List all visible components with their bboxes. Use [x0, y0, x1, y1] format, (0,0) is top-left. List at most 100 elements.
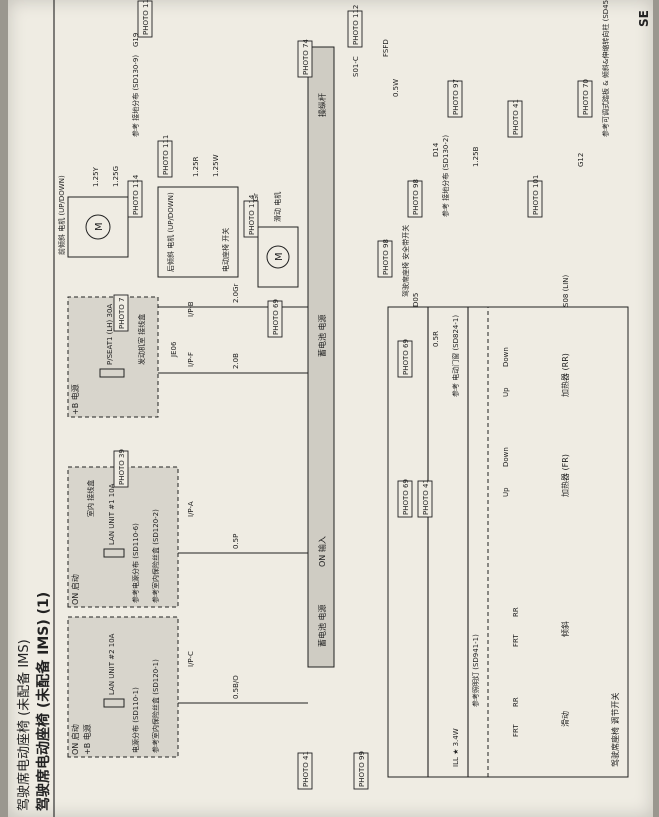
wire-125g: 1.25G — [112, 166, 120, 187]
fuse-on-start-2-label: ON 启动 — [70, 574, 80, 605]
sw-recline: 倾斜 — [560, 621, 570, 637]
conn-s01c: S01-C — [352, 56, 360, 77]
wire-125w: 1.25W — [212, 154, 220, 177]
fuse-lan1-label: LAN UNIT #1 10A — [108, 483, 116, 545]
photo-tag-6: PHOTO 111 — [162, 135, 170, 175]
ref-sd110-1: 电源分布 (SD110-1) — [131, 687, 140, 753]
interior-fuse-box-label: 室内 接线盒 — [86, 480, 95, 517]
ground-g19: G19 — [132, 33, 140, 47]
photo-tag-bg-8 — [397, 480, 413, 518]
photo-tag-13: PHOTO 101 — [532, 175, 540, 215]
conn-s08: S08 (LIN) — [562, 274, 570, 307]
wire-125r: 1.25R — [192, 156, 200, 177]
photo-tag-14: PHOTO 41 — [512, 99, 520, 135]
conn-fsfd: FSFD — [382, 39, 390, 57]
wire-125b: 1.25B — [472, 146, 480, 167]
photo-tag-bg-15 — [447, 80, 463, 118]
slide-motor-symbol — [266, 245, 290, 269]
photo-tag-7: PHOTO 114 — [248, 194, 256, 235]
photo-tag-bg-14 — [507, 100, 523, 138]
page-subtitle: 驾驶席电动座椅 (未配备 IMS) (1) — [35, 592, 52, 812]
photo-tag-bg-12 — [407, 180, 423, 218]
slide-motor-m: M — [274, 252, 285, 261]
conn-d05: D05 — [412, 293, 420, 307]
sw-heat-fr: 加热器 (FR) — [560, 454, 570, 497]
photo-tag-8: PHOTO 69 — [402, 479, 410, 515]
photo-tag-5: PHOTO 114 — [132, 174, 140, 215]
photo-tag-bg-16 — [577, 80, 593, 118]
front-motor-symbol — [85, 214, 111, 240]
seat-module-bar — [307, 46, 335, 668]
sw-rr: RR — [512, 697, 520, 707]
sw-down-2: Down — [502, 347, 510, 367]
photo-tag-bg-4 — [113, 450, 129, 488]
photo-tag-bg-20 — [137, 0, 153, 38]
ground-dist-ref-2: 参考 接地分布 (SD130-2) — [441, 135, 450, 217]
switch-module-label: 驾驶席座椅 调节开关 — [610, 692, 620, 767]
fuse-b-plus-label: +B 电源 — [82, 724, 92, 755]
sw-rr-2: RR — [512, 607, 520, 617]
sw-heat-rr: 加热器 (RR) — [560, 353, 570, 397]
sw-frt: FRT — [512, 724, 520, 737]
photo-tag-17: PHOTO 74 — [302, 39, 310, 75]
module-bar-label-4: 操纵杆 — [317, 93, 327, 117]
photo-tag-1: PHOTO 41 — [302, 751, 310, 787]
photo-tag-bg-17 — [297, 40, 313, 78]
conn-d14: D14 — [432, 142, 440, 157]
module-bar-label-1: 蓄电池 电源 — [317, 604, 327, 647]
page-title: 驾驶席电动座椅 (未配备 IMS) — [16, 639, 32, 811]
wire-05w: 0.5W — [392, 79, 400, 97]
wire-20gr: 2.0Gr — [232, 283, 240, 303]
sw-up-2: Up — [502, 387, 510, 397]
conn-ipc: I/P-C — [187, 651, 195, 667]
photo-tag-bg-19 — [397, 340, 413, 378]
seat-front-motor-box — [67, 196, 129, 258]
photo-tag-bg-10 — [267, 300, 283, 338]
ground-dist-ref: 参考 接地分布 (SD130-9) — [131, 55, 140, 137]
pseat-fuse-box — [67, 296, 159, 418]
adjustable-ref: 参考可调式踏板 & 倾斜&伸缩转向柱 (SD452-1) — [601, 0, 610, 137]
ref-sd120-2: 参考室内保险丝盒 (SD120-2) — [151, 509, 160, 603]
page-marker: SE — [637, 10, 651, 27]
photo-tag-bg-2 — [353, 752, 369, 790]
sw-ill: ILL ★ 3.4W — [452, 728, 460, 767]
wire-125y: 1.25Y — [92, 166, 100, 187]
rear-motor-box — [157, 186, 239, 278]
photo-tag-3: PHOTO 7 — [118, 298, 126, 329]
photo-tag-bg-7 — [243, 200, 259, 238]
ref-sd110-6: 参考电源分布 (SD110-6) — [131, 523, 140, 603]
interior-light-ref: 参考照明灯 (SD941-1) — [471, 634, 480, 707]
photo-tag-16: PHOTO 70 — [582, 79, 590, 115]
sw-slide: 滑动 — [560, 711, 570, 727]
photo-tag-bg-18 — [347, 10, 363, 48]
fuse-lan2 — [103, 698, 125, 708]
conn-jb: JE06 — [170, 341, 178, 358]
rotated-sheet: 驾驶席电动座椅 (未配备 IMS) 驾驶席电动座椅 (未配备 IMS) (1) … — [8, 0, 653, 817]
fuse-pseat-label: P/SEAT1 (LH) 30A — [106, 304, 114, 365]
ref-sd120-1: 参考室内保险丝盒 (SD120-1) — [151, 659, 160, 753]
ground-g12: G12 — [577, 153, 585, 167]
interior-fuse-box — [67, 466, 179, 608]
photo-tag-bg-5 — [127, 180, 143, 218]
conn-ipa: I/P-A — [187, 501, 195, 517]
photo-tag-12: PHOTO 98 — [412, 179, 420, 215]
module-bar-label-3: 蓄电池 电源 — [317, 314, 327, 357]
photo-tag-bg-1 — [297, 752, 313, 790]
seat-belt-sw: 驾驶席座椅 安全带开关 — [401, 225, 410, 297]
module-bar-label-2: ON 输入 — [317, 536, 327, 567]
conn-ipf: I/P-F — [187, 352, 195, 367]
photo-tag-10: PHOTO 69 — [272, 299, 280, 335]
engine-fuse-box-label: 发动机室 接线盒 — [137, 314, 146, 365]
photo-tag-19: PHOTO 69 — [402, 339, 410, 375]
photo-tag-11: PHOTO 98 — [382, 239, 390, 275]
diagram-page: 驾驶席电动座椅 (未配备 IMS) 驾驶席电动座椅 (未配备 IMS) (1) … — [8, 0, 653, 817]
sw-up: Up — [502, 487, 510, 497]
photo-tag-bg-11 — [377, 240, 393, 278]
wire-05p: 0.5P — [232, 534, 240, 549]
photo-tag-bg-13 — [527, 180, 543, 218]
fuse-on-start-label: ON 启动 — [70, 724, 80, 755]
photo-tag-2: PHOTO 99 — [358, 751, 366, 787]
photo-tag-18: PHOTO 112 — [352, 5, 360, 45]
photo-tag-bg-3 — [113, 294, 129, 332]
wire-05bo: 0.5B/O — [232, 675, 240, 699]
